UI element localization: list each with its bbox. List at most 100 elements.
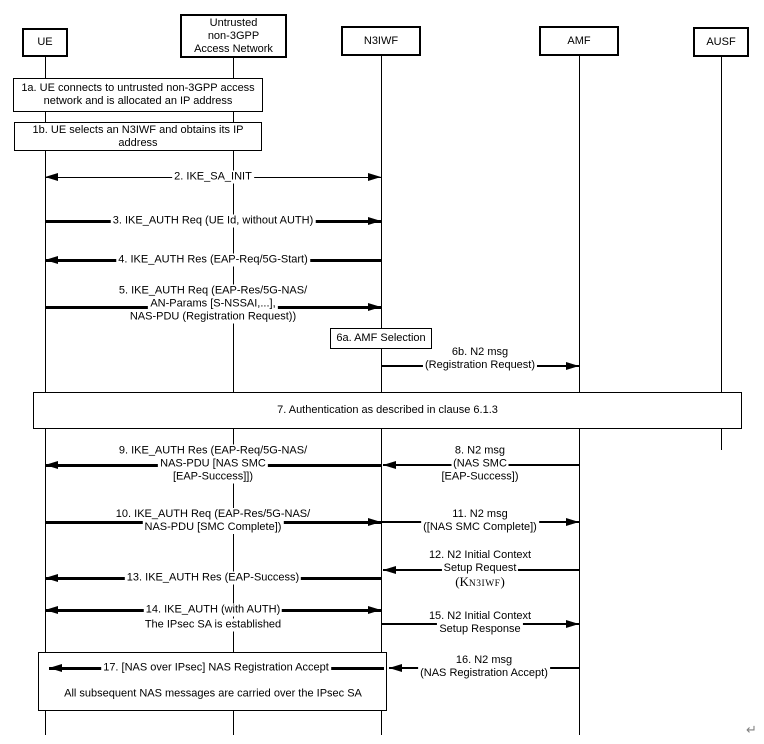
- message-text: 2. IKE_SA_INIT: [172, 170, 254, 184]
- message-text-line: (Registration Request): [422, 359, 538, 372]
- message-text: 6b. N2 msg: [423, 346, 537, 359]
- step-1b: 1b. UE selects an N3IWF and obtains its …: [14, 122, 262, 151]
- message-text-line: 12. N2 Initial Context: [426, 549, 534, 562]
- message-text-line: 8. N2 msg: [452, 444, 508, 458]
- msg-2-arrowhead-left-icon: [45, 172, 58, 181]
- key-n3iwf-label: (KN3IWF): [453, 574, 507, 591]
- message-text-line: 5. IKE_AUTH Req (EAP-Res/5G-NAS/: [116, 284, 310, 298]
- message-text-line: (NAS SMC: [451, 457, 509, 471]
- msg-17-label: 17. [NAS over IPsec] NAS Registration Ac…: [101, 661, 331, 675]
- msg-16-arrowhead-left-icon: [389, 663, 402, 672]
- actor-ue: UE: [22, 28, 68, 57]
- msg-14-label: 14. IKE_AUTH (with AUTH): [143, 603, 283, 617]
- step-1a: 1a. UE connects to untrusted non-3GPP ac…: [13, 78, 263, 112]
- actor-label: Untrusted: [209, 16, 258, 29]
- msg-4-label: 4. IKE_AUTH Res (EAP-Req/5G-Start): [116, 253, 310, 267]
- msg-3-arrowhead-right-icon: [368, 216, 381, 225]
- message-text: 14. IKE_AUTH (with AUTH): [143, 603, 283, 617]
- actor-n3iwf: N3IWF: [341, 26, 421, 56]
- message-text: 5. IKE_AUTH Req (EAP-Res/5G-NAS/: [116, 284, 310, 298]
- message-text: (Registration Request): [422, 359, 538, 372]
- message-text: Setup Request: [427, 562, 533, 575]
- msg-9-arrowhead-left-icon: [45, 460, 58, 469]
- note-text: The IPsec SA is established: [142, 618, 284, 632]
- message-text: 12. N2 Initial Context: [426, 549, 534, 562]
- message-text-line: 17. [NAS over IPsec] NAS Registration Ac…: [101, 661, 331, 675]
- msg-13-arrowhead-left-icon: [45, 573, 58, 582]
- actor-label: Access Network: [194, 42, 273, 55]
- message-text: 10. IKE_AUTH Req (EAP-Res/5G-NAS/: [113, 508, 313, 521]
- message-text: [EAP-Success]]): [117, 470, 309, 484]
- msg-2-label: 2. IKE_SA_INIT: [172, 170, 254, 184]
- msg-4-arrowhead-left-icon: [45, 255, 58, 264]
- message-text: NAS-PDU [SMC Complete]): [114, 521, 312, 534]
- message-text: 9. IKE_AUTH Res (EAP-Req/5G-NAS/: [116, 444, 310, 458]
- msg-12-arrowhead-left-icon: [383, 565, 396, 574]
- step-6a: 6a. AMF Selection: [330, 328, 432, 349]
- actor-label: N3IWF: [363, 34, 399, 47]
- note-text-line: The IPsec SA is established: [142, 618, 284, 632]
- message-text: 8. N2 msg: [439, 444, 520, 458]
- message-text-line: 2. IKE_SA_INIT: [172, 170, 254, 184]
- message-text-line: 13. IKE_AUTH Res (EAP-Success): [124, 571, 302, 585]
- msg-14-arrowhead-right-icon: [368, 605, 381, 614]
- msg-8-arrowhead-left-icon: [383, 460, 396, 469]
- message-text: 17. [NAS over IPsec] NAS Registration Ac…: [101, 661, 331, 675]
- message-key-text: (KN3IWF): [427, 575, 533, 591]
- message-text-line: NAS-PDU (Registration Request)): [127, 310, 299, 324]
- message-text: [EAP-Success]): [439, 470, 521, 484]
- message-text-line: 14. IKE_AUTH (with AUTH): [143, 603, 283, 617]
- message-text: 13. IKE_AUTH Res (EAP-Success): [124, 571, 302, 585]
- msg-16-label: 16. N2 msg(NAS Registration Accept): [418, 654, 550, 680]
- msg-11-arrowhead-right-icon: [566, 517, 579, 526]
- actor-amf: AMF: [539, 26, 619, 56]
- message-text: ([NAS SMC Complete]): [421, 521, 539, 534]
- note-text: All subsequent NAS messages are carried …: [62, 687, 364, 701]
- box-label: address: [118, 136, 158, 149]
- message-text-line: 3. IKE_AUTH Req (UE Id, without AUTH): [110, 214, 316, 228]
- message-text: NAS-PDU [NAS SMC: [117, 457, 309, 471]
- msg-6b-arrowhead-right-icon: [566, 361, 579, 370]
- box-label: network and is allocated an IP address: [43, 95, 233, 107]
- actor-label: UE: [37, 36, 53, 48]
- message-text-line: NAS-PDU [SMC Complete]): [142, 521, 284, 534]
- message-text-line: NAS-PDU [NAS SMC: [158, 457, 268, 471]
- msg-5-arrowhead-right-icon: [368, 302, 381, 311]
- box-label: 1b. UE selects an N3IWF and obtains its …: [32, 123, 244, 136]
- message-text: 11. N2 msg: [421, 508, 539, 521]
- message-text-line: 6b. N2 msg: [449, 346, 511, 359]
- box-label: 6a. AMF Selection: [336, 332, 426, 344]
- message-text: Setup Response: [427, 623, 533, 636]
- msg-10-arrowhead-right-icon: [368, 517, 381, 526]
- message-text: (NAS Registration Accept): [418, 667, 550, 680]
- note-text-line: All subsequent NAS messages are carried …: [62, 687, 364, 701]
- message-text: (NAS SMC: [439, 457, 520, 471]
- paragraph-mark-icon: ↵: [746, 722, 757, 737]
- message-text: 16. N2 msg: [418, 654, 550, 667]
- msg-13-label: 13. IKE_AUTH Res (EAP-Success): [124, 571, 302, 585]
- message-text: 15. N2 Initial Context: [426, 610, 534, 623]
- message-text-line: (NAS Registration Accept): [418, 667, 550, 680]
- message-text-line: 10. IKE_AUTH Req (EAP-Res/5G-NAS/: [113, 508, 313, 521]
- message-text: 4. IKE_AUTH Res (EAP-Req/5G-Start): [116, 253, 310, 267]
- message-text-line: 9. IKE_AUTH Res (EAP-Req/5G-NAS/: [116, 444, 310, 458]
- message-text-line: 11. N2 msg: [450, 508, 510, 521]
- box-label: 7. Authentication as described in clause…: [277, 404, 498, 416]
- message-text-line: ([NAS SMC Complete]): [421, 521, 539, 534]
- msg-14-note: The IPsec SA is established: [142, 618, 284, 632]
- msg-17-arrowhead-left-icon: [49, 663, 62, 672]
- message-text-line: AN-Params [S-NSSAI,...],: [148, 297, 278, 311]
- actor-label: AUSF: [706, 35, 736, 48]
- msg-14-arrowhead-left-icon: [45, 605, 58, 614]
- message-text-line: 15. N2 Initial Context: [426, 610, 534, 623]
- msg-11-label: 11. N2 msg([NAS SMC Complete]): [421, 508, 539, 534]
- message-text-line: 4. IKE_AUTH Res (EAP-Req/5G-Start): [116, 253, 310, 267]
- message-text: AN-Params [S-NSSAI,...],: [117, 297, 309, 311]
- message-text-line: Setup Request: [441, 562, 519, 575]
- actor-label: non-3GPP: [207, 29, 260, 42]
- msg-9-label: 9. IKE_AUTH Res (EAP-Req/5G-NAS/NAS-PDU …: [116, 444, 310, 484]
- message-text-line: Setup Response: [437, 623, 523, 636]
- msg-10-label: 10. IKE_AUTH Req (EAP-Res/5G-NAS/NAS-PDU…: [113, 508, 313, 534]
